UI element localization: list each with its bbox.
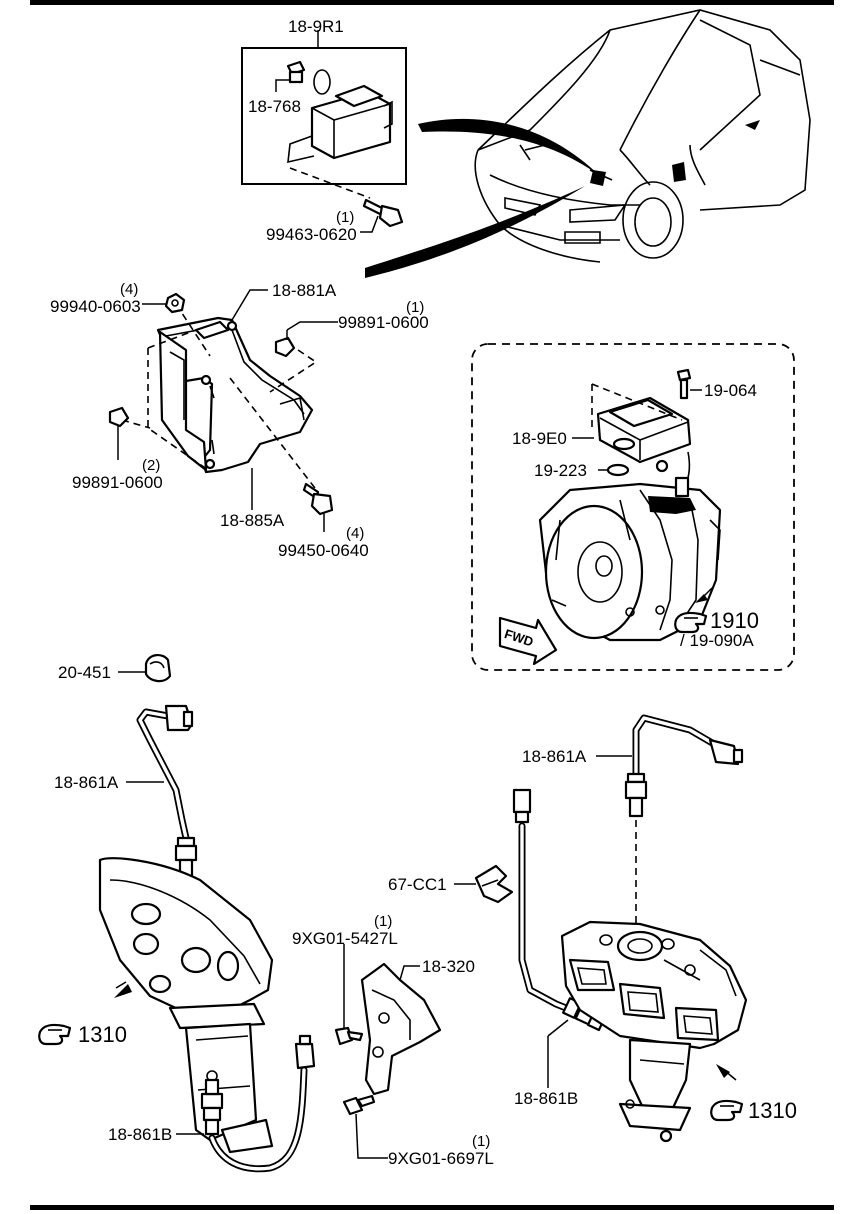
- module-18-9R1-group: [241, 30, 407, 199]
- callout-19-223: 19-223: [534, 461, 587, 480]
- bolt-99450-0640: [302, 482, 334, 532]
- quantity-99940-0603: (4): [120, 281, 138, 298]
- screw-99891-0600-top: [274, 321, 338, 358]
- pointing-hand-icon-1310-right: [710, 1099, 744, 1122]
- callout-18-861A-right: 18-861A: [522, 747, 587, 766]
- callout-18-861A-left: 18-861A: [54, 773, 119, 792]
- top-rule: [30, 0, 834, 5]
- callout-20-451: 20-451: [58, 663, 111, 682]
- quantity-99891-0600-top: (1): [406, 299, 424, 316]
- transmission-module-18-9E0: [572, 383, 692, 473]
- quantity-9XG01-6697L: (1): [472, 1133, 490, 1150]
- callout-67-CC1: 67-CC1: [388, 875, 447, 894]
- callout-9XG01-6697L: 9XG01-6697L: [388, 1149, 494, 1168]
- transmission-1910: [538, 476, 722, 642]
- callout-1310-right: 1310: [748, 1098, 797, 1123]
- gasket-19-223: [598, 463, 630, 477]
- callout-9XG01-5427L: 9XG01-5427L: [292, 929, 398, 948]
- callout-18-320: 18-320: [422, 957, 475, 976]
- callout-99463-0620: 99463-0620: [266, 225, 357, 244]
- sensor-18-861B-left: [176, 1034, 316, 1173]
- bracket-assembly: [121, 303, 319, 493]
- bolt-99463-0620: [360, 198, 404, 233]
- location-leader-upper: [418, 118, 600, 176]
- callout-18-885A: 18-885A: [220, 511, 285, 530]
- quantity-99463-0620: (1): [336, 209, 354, 226]
- callout-99450-0640: 99450-0640: [278, 541, 369, 560]
- callout-99891-0600-left: 99891-0600: [72, 473, 163, 492]
- screw-99891-0600-left: [108, 406, 130, 460]
- clip-20-451: [118, 654, 172, 683]
- callout-1310-left: 1310: [78, 1022, 127, 1047]
- nut-99940-0603: [142, 292, 186, 314]
- sensor-18-861A-right: [596, 714, 744, 938]
- callout-18-881A: 18-881A: [272, 281, 337, 300]
- forward-arrow-icon: FWD: [498, 616, 558, 666]
- callout-19-064: 19-064: [704, 381, 757, 400]
- quantity-9XG01-5427L: (1): [374, 913, 392, 930]
- bolt-9XG01-6697L: [342, 1094, 388, 1159]
- callout-18-861B-left: 18-861B: [108, 1125, 172, 1144]
- bolt-19-064: [676, 368, 702, 400]
- pointing-hand-icon: [674, 611, 708, 634]
- bottom-rule: [30, 1205, 834, 1210]
- callout-18-9E0: 18-9E0: [512, 429, 567, 448]
- callout-99940-0603: 99940-0603: [50, 297, 141, 316]
- bolt-9XG01-5427L: [334, 944, 364, 1046]
- callout-18-861B-right: 18-861B: [514, 1089, 578, 1108]
- callout-19-090A: / 19-090A: [680, 631, 754, 650]
- callout-99891-0600-top: 99891-0600: [338, 313, 429, 332]
- quantity-99891-0600-left: (2): [142, 457, 160, 474]
- callout-18-9R1: 18-9R1: [288, 17, 344, 36]
- callout-18-768: 18-768: [248, 97, 301, 116]
- pointing-hand-icon-1310-left: [38, 1023, 72, 1046]
- exhaust-manifold-left: [98, 857, 274, 1154]
- exhaust-manifold-right: [560, 920, 748, 1143]
- clip-67-CC1: [454, 864, 514, 904]
- callout-1910: 1910: [710, 608, 759, 633]
- quantity-99450-0640: (4): [346, 525, 364, 542]
- location-leader-lower: [365, 186, 585, 278]
- heat-shield-18-320: [360, 962, 442, 1096]
- transmission-detail-box: [471, 343, 795, 671]
